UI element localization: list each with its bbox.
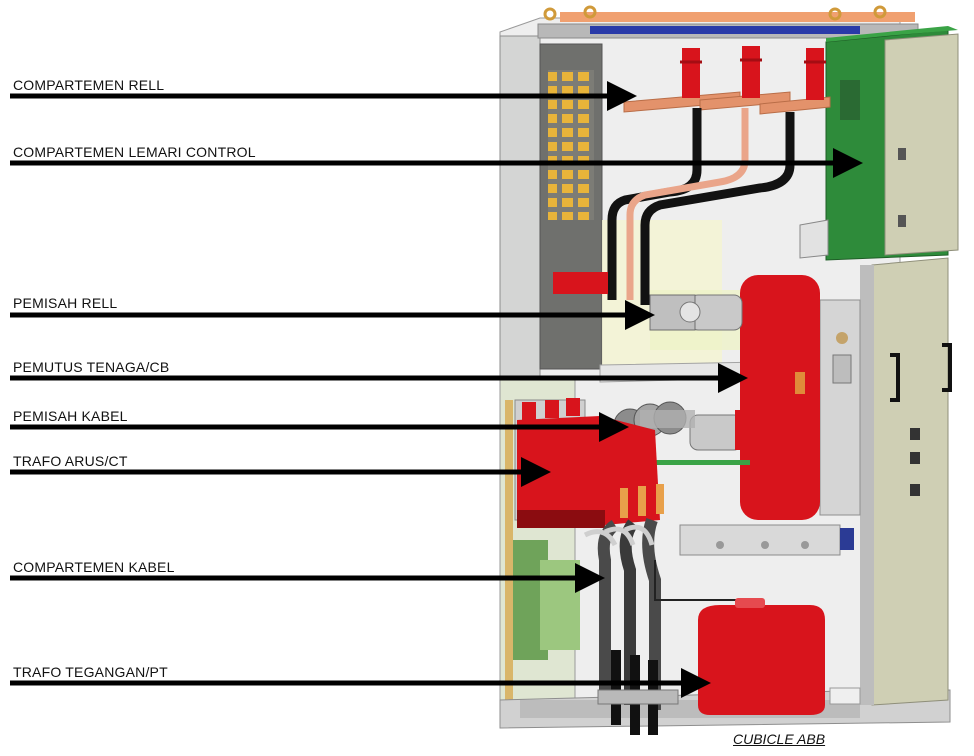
- label-compartemen-lemari-control: COMPARTEMEN LEMARI CONTROL: [13, 144, 256, 160]
- cb-frame-window: [832, 354, 852, 384]
- label-trafo-tegangan: TRAFO TEGANGAN/PT: [13, 664, 168, 680]
- label-pemisah-kabel: PEMISAH KABEL: [13, 408, 128, 424]
- ct-top-red-2: [545, 400, 559, 418]
- door-indicator-2: [910, 452, 920, 464]
- cable-lug-loop-2: [603, 526, 636, 546]
- ct-top-red-1: [522, 402, 536, 420]
- busbars: [623, 46, 831, 115]
- busbar-disconnector: [649, 294, 701, 331]
- control-cabinet-top: [826, 26, 958, 42]
- upper-bushing-end: [679, 301, 701, 323]
- door-handle-left: [890, 353, 900, 402]
- earthing-bolt-1: [716, 541, 724, 549]
- circuit-breaker: [655, 275, 861, 520]
- ct-terminal-1: [620, 488, 628, 518]
- cable-end-1: [611, 650, 621, 725]
- control-cabinet-door: [884, 33, 959, 256]
- earthing-bolt-2: [761, 541, 769, 549]
- ct-terminal-3: [656, 484, 664, 514]
- rear-insulator: [553, 272, 608, 294]
- label-compartemen-kabel: COMPARTEMEN KABEL: [13, 559, 175, 575]
- earthing-bolt-3: [801, 541, 809, 549]
- ventilation-grill: [548, 70, 594, 220]
- cb-front-door: [860, 257, 952, 706]
- control-cabinet: [799, 26, 959, 261]
- cable-lug-loop-3: [623, 524, 655, 546]
- ct-terminal-2: [638, 486, 646, 516]
- top-copper-bar: [560, 12, 915, 22]
- earthing-bar-blue-end: [840, 528, 854, 550]
- pt-top-cap: [735, 598, 765, 608]
- current-transformer: [514, 398, 664, 528]
- cable-side-green-plate-2: [540, 560, 580, 650]
- label-compartemen-rell: COMPARTEMEN RELL: [13, 77, 165, 93]
- drop-bar-black-2: [640, 112, 795, 305]
- door-indicator-3: [910, 484, 920, 496]
- cb-orange-link: [795, 372, 805, 394]
- cables: [583, 517, 741, 735]
- control-cable-box: [799, 219, 829, 259]
- top-blue-bar: [590, 26, 860, 34]
- cb-lower-red-stub: [735, 410, 757, 450]
- lifting-eye-3: [828, 7, 842, 21]
- pt-body: [698, 605, 825, 715]
- spring-shaft: [640, 410, 695, 428]
- lifting-eye-4: [873, 5, 887, 19]
- label-pemutus-tenaga: PEMUTUS TENAGA/CB: [13, 359, 170, 375]
- cb-lower-contact: [689, 414, 743, 451]
- control-lock: [898, 148, 906, 160]
- door-handle-right: [942, 343, 952, 392]
- ct-top-red-3: [566, 398, 580, 416]
- cb-green-rod: [655, 460, 750, 465]
- label-trafo-arus: TRAFO ARUS/CT: [13, 453, 128, 469]
- bus-connections: [553, 108, 795, 305]
- drop-bar-copper: [626, 108, 749, 300]
- diagram-caption: CUBICLE ABB: [733, 731, 826, 747]
- lifting-eye-1: [543, 7, 557, 21]
- busbar-insulator-3: [806, 48, 824, 100]
- control-inner-device: [840, 80, 860, 120]
- ct-dark-shadow: [517, 510, 605, 528]
- lifting-eye-2: [583, 5, 597, 19]
- door-frame-strip: [860, 265, 874, 705]
- cable-clamp-bar: [597, 689, 679, 705]
- cb-pole-body: [740, 275, 820, 520]
- earthing-bar: [679, 524, 841, 556]
- pt-side-fitting: [829, 687, 861, 705]
- door-panel: [871, 257, 949, 706]
- busbar-insulator-1: [682, 48, 700, 98]
- label-pemisah-rell: PEMISAH RELL: [13, 295, 118, 311]
- arrows: [10, 81, 863, 698]
- busbar-insulator-2: [742, 46, 760, 98]
- cable-side-orange-strip: [505, 400, 513, 700]
- cb-frame-knob: [836, 332, 848, 344]
- door-indicator-1: [910, 428, 920, 440]
- cable-lug-loop-1: [583, 529, 618, 547]
- cb-frame: [819, 299, 861, 516]
- control-lock-2: [898, 215, 906, 227]
- voltage-transformer: [698, 598, 861, 715]
